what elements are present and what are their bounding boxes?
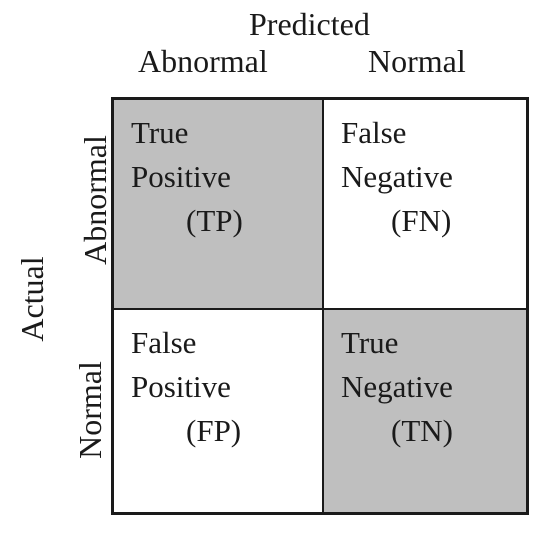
confusion-matrix: True Positive (TP) False Negative (FN) F…: [111, 97, 529, 515]
cell-true-positive: True Positive (TP): [114, 100, 324, 310]
cell-tp-abbr: (TP): [186, 203, 243, 238]
cell-tp-line2: Positive: [131, 159, 231, 194]
cell-true-negative: True Negative (TN): [324, 310, 526, 512]
actual-axis-label: Actual: [14, 256, 50, 342]
cell-fn-abbr: (FN): [391, 203, 452, 238]
cell-fp-abbr: (FP): [186, 413, 242, 448]
row-header-normal: Normal: [72, 361, 108, 459]
column-header-normal: Normal: [368, 43, 466, 79]
cell-tn-abbr: (TN): [391, 413, 453, 448]
row-header-abnormal: Abnormal: [77, 135, 113, 265]
cell-fp-line2: Positive: [131, 369, 231, 404]
cell-tn-line2: Negative: [341, 369, 453, 404]
column-header-abnormal: Abnormal: [138, 43, 268, 79]
cell-fn-line2: Negative: [341, 159, 453, 194]
predicted-axis-label: Predicted: [249, 6, 370, 42]
cell-tp-line1: True: [131, 115, 189, 150]
cell-fn-line1: False: [341, 115, 407, 150]
cell-tn-line1: True: [341, 325, 399, 360]
cell-false-negative: False Negative (FN): [324, 100, 526, 310]
cell-false-positive: False Positive (FP): [114, 310, 324, 512]
cell-fp-line1: False: [131, 325, 197, 360]
